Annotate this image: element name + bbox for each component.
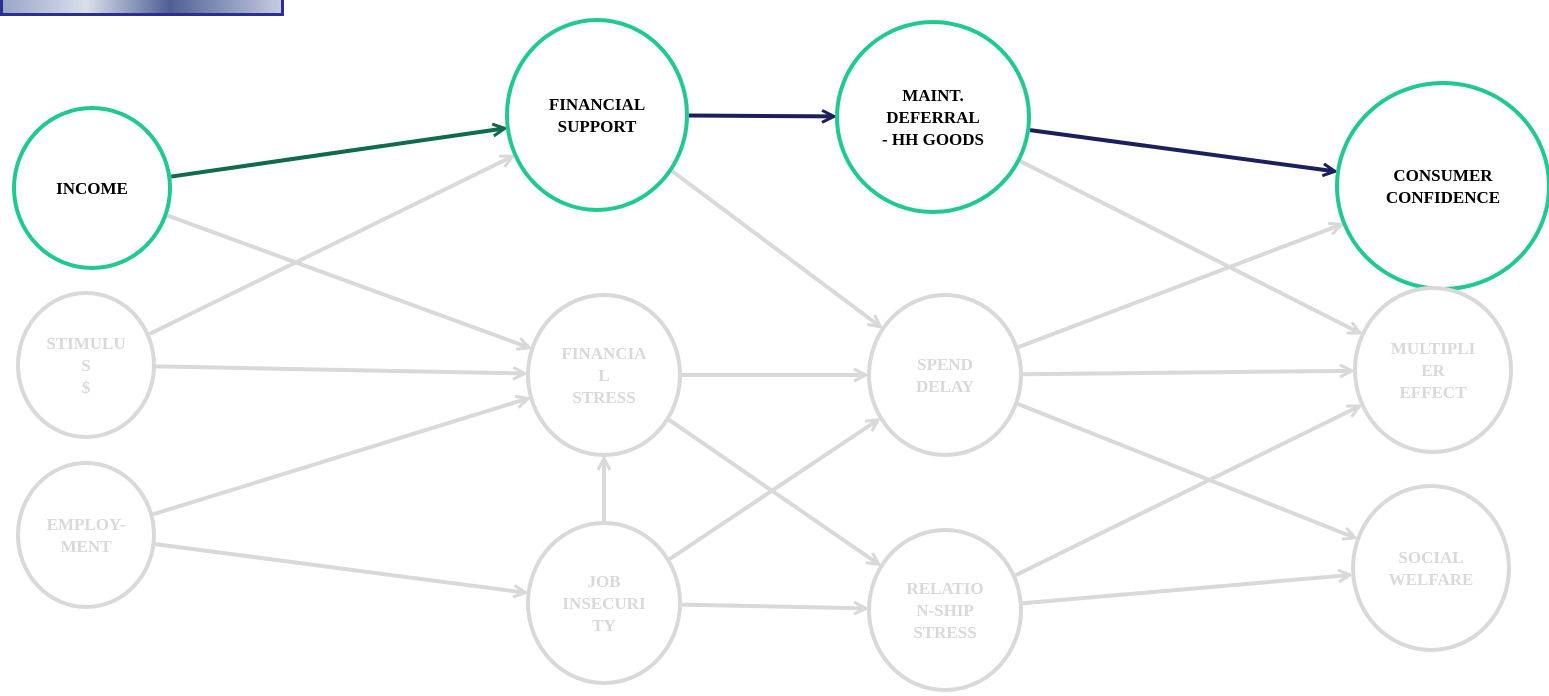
edge-spend-delay-to-consumer-confidence <box>1017 225 1340 350</box>
node-circle <box>1335 81 1549 291</box>
node-label-line: SPEND <box>917 355 973 374</box>
node-social-welfare: SOCIAL WELFARE <box>1351 484 1511 652</box>
node-job-insecurity: JOB INSECURI TY <box>526 521 682 685</box>
node-circle <box>1353 286 1513 454</box>
edge-stimulus-to-financial-stress <box>155 364 524 373</box>
edge-stimulus-to-financial-support <box>148 157 512 336</box>
node-label-line: SUPPORT <box>558 117 637 136</box>
edge-relationship-stress-to-social-welfare <box>1022 575 1350 606</box>
node-financial-stress: FINANCIA L STRESS <box>526 293 682 457</box>
edge-job-insecurity-to-relationship-stress <box>681 605 865 609</box>
node-relationship-stress: RELATIO N-SHIP STRESS <box>867 528 1023 692</box>
node-label-line: $ <box>82 378 91 397</box>
edges <box>148 116 1360 609</box>
node-maint-deferral: MAINT. DEFERRAL - HH GOODS <box>835 20 1031 214</box>
node-label-line: EMPLOY- <box>47 515 126 534</box>
node-label-line: S <box>81 356 90 375</box>
node-label-line: CONSUMER <box>1393 166 1493 185</box>
node-label-line: STRESS <box>572 388 635 407</box>
node-circle <box>526 293 682 457</box>
node-label-line: FINANCIA <box>562 344 648 363</box>
node-label-line: WELFARE <box>1389 570 1474 589</box>
node-label-line: ER <box>1421 361 1445 380</box>
node-circle <box>505 18 689 212</box>
node-label-line: MENT <box>61 537 113 556</box>
node-label-line: DEFERRAL <box>886 108 980 127</box>
node-circle <box>867 293 1023 457</box>
edge-spend-delay-to-multiplier-effect <box>1022 371 1351 374</box>
node-circle <box>16 291 156 439</box>
node-label-line: EFFECT <box>1399 383 1467 402</box>
edge-employment-to-financial-stress <box>152 399 527 517</box>
nodes: INCOMESTIMULUS$EMPLOY-MENTFINANCIALSUPPO… <box>12 18 1549 692</box>
node-circle <box>1351 484 1511 652</box>
edge-maint-deferral-to-multiplier-effect <box>1019 159 1359 332</box>
edge-spend-delay-to-social-welfare <box>1017 402 1354 538</box>
thumbnail-image <box>0 0 284 16</box>
node-label-line: JOB <box>587 572 620 591</box>
edge-financial-support-to-spend-delay <box>670 169 880 326</box>
node-label-line: RELATIO <box>906 579 983 598</box>
node-label-line: INSECURI <box>562 594 646 613</box>
node-stimulus: STIMULU S $ <box>16 291 156 439</box>
node-circle <box>16 461 156 609</box>
node-label-line: FINANCIAL <box>549 95 645 114</box>
edge-financial-support-to-maint-deferral <box>688 116 833 117</box>
node-label-line: STIMULU <box>46 334 125 353</box>
edge-job-insecurity-to-spend-delay <box>668 420 878 561</box>
node-circle <box>526 521 682 685</box>
node-circle <box>867 528 1023 692</box>
node-label-line: MAINT. <box>902 86 964 105</box>
node-label-line: TY <box>592 616 616 635</box>
node-label-line: INCOME <box>56 179 128 198</box>
edge-maint-deferral-to-consumer-confidence <box>1029 128 1334 171</box>
node-spend-delay: SPEND DELAY <box>867 293 1023 457</box>
node-label-line: L <box>598 366 609 385</box>
node-income: INCOME <box>12 106 172 270</box>
node-financial-support: FINANCIAL SUPPORT <box>505 18 689 212</box>
node-multiplier-effect: MULTIPLI ER EFFECT <box>1353 286 1513 454</box>
node-label-line: CONFIDENCE <box>1386 188 1500 207</box>
edge-relationship-stress-to-multiplier-effect <box>1014 407 1359 578</box>
node-label-line: DELAY <box>916 377 974 396</box>
node-label-line: STRESS <box>913 623 976 642</box>
node-label-line: SOCIAL <box>1398 548 1463 567</box>
node-label-line: MULTIPLI <box>1391 339 1476 358</box>
node-circle <box>12 106 172 270</box>
node-label-line: - HH GOODS <box>882 130 984 149</box>
edge-employment-to-job-insecurity <box>155 542 524 592</box>
node-label-line: N-SHIP <box>916 601 974 620</box>
node-consumer-confidence: CONSUMER CONFIDENCE <box>1335 81 1549 291</box>
edge-income-to-financial-stress <box>166 213 528 348</box>
node-employment: EMPLOY- MENT <box>16 461 156 609</box>
node-circle <box>835 20 1031 214</box>
edge-income-to-financial-support <box>170 128 504 179</box>
